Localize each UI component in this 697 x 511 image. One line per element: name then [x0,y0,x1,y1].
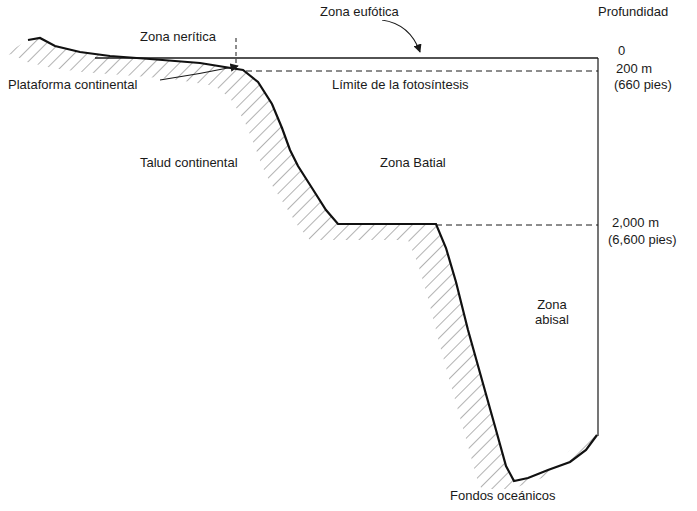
shelf-arrow [160,66,238,80]
photosynthesis-limit-line [246,71,598,72]
depth-value: 2,000 m [610,216,661,231]
depth-value: (6,600 pies) [606,233,679,248]
depth-value: 200 m [614,62,654,77]
zone-label: Zona abisal [522,298,582,328]
part-label: Plataforma continental [6,78,139,93]
sea-surface [95,57,598,59]
seabed-hatching [2,38,597,497]
depth-axis [597,58,598,436]
zone-label: Zona Batial [378,156,448,171]
part-label: Talud continental [138,156,240,171]
neritic-boundary [236,38,237,70]
depth-value: (660 pies) [612,78,674,93]
depth-value: 0 [616,44,627,59]
limit-label: Límite de la fotosíntesis [330,78,471,93]
zone-label: Zona nerítica [138,30,218,45]
bathyal-limit-line [436,225,598,226]
part-label: Fondos oceánicos [448,489,558,504]
axis-title: Profundidad [596,5,670,20]
seabed-hatch-fill [2,38,597,497]
zone-label: Zona eufótica [318,5,401,20]
euphotic-arrow [382,20,420,52]
seabed-profile [28,38,597,481]
